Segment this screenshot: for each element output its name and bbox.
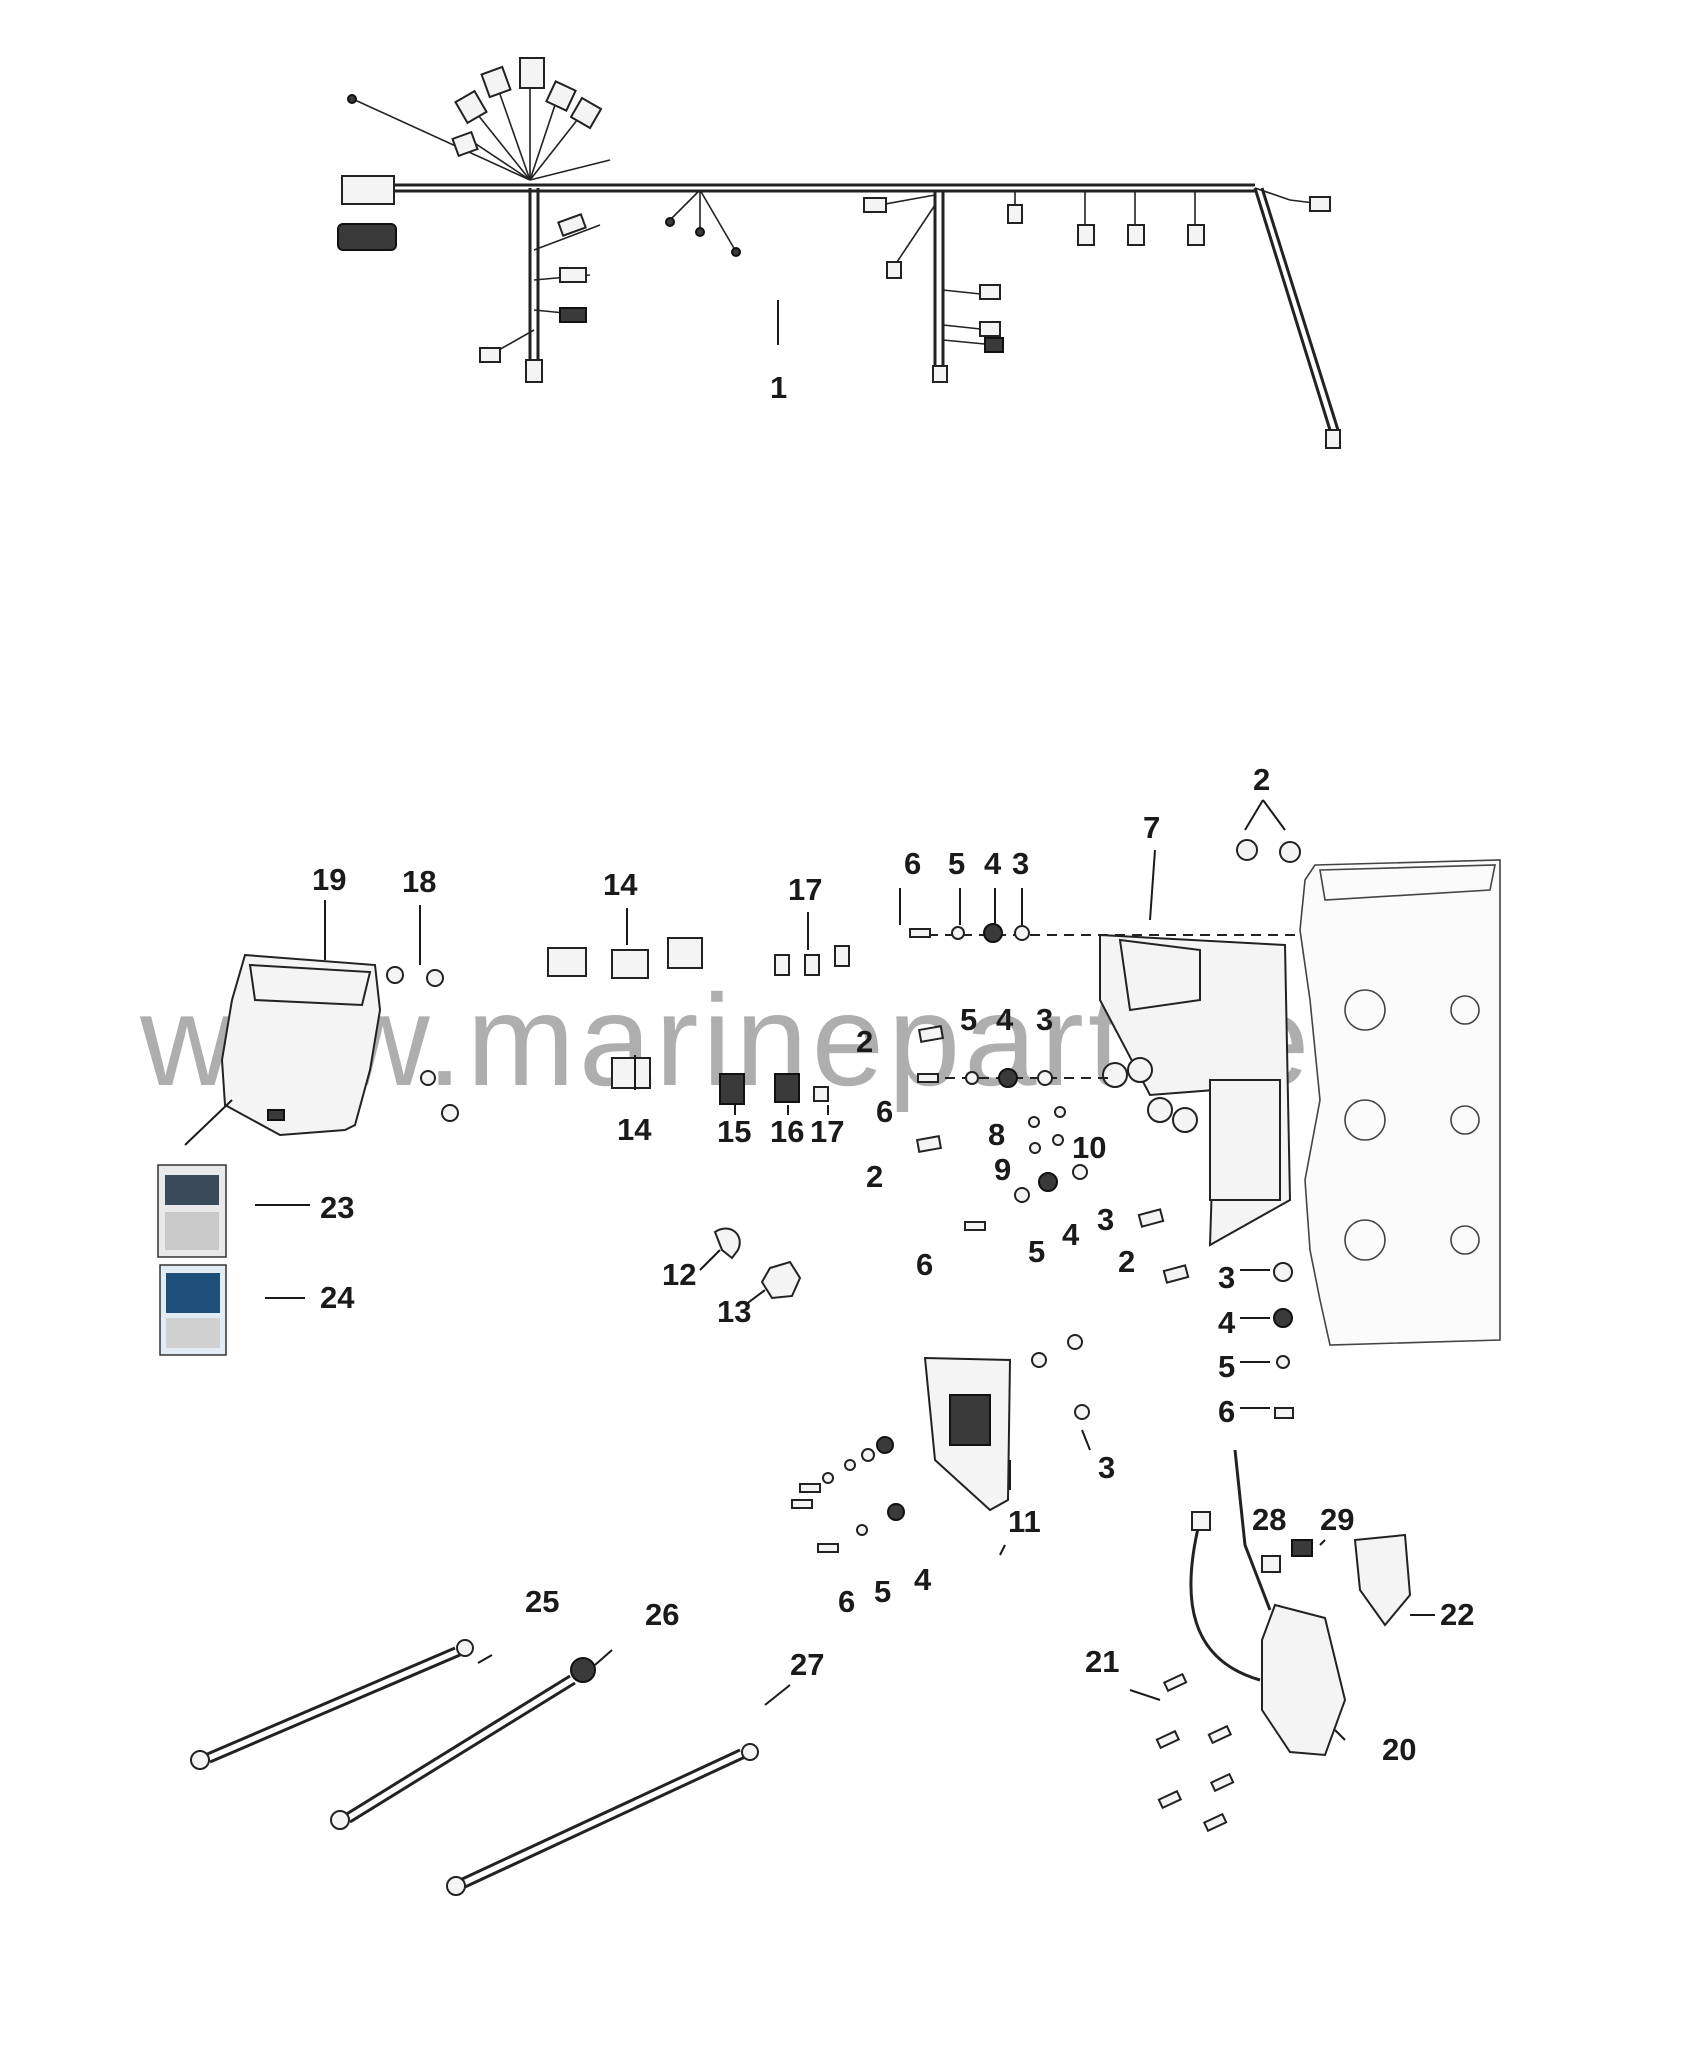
callout-3: 3 bbox=[1036, 1002, 1053, 1037]
callout-2: 2 bbox=[1253, 762, 1270, 797]
callout-15: 15 bbox=[717, 1114, 751, 1149]
callout-22: 22 bbox=[1440, 1597, 1474, 1632]
callout-2: 2 bbox=[856, 1024, 873, 1059]
callout-2: 2 bbox=[1118, 1244, 1135, 1279]
callout-17: 17 bbox=[788, 872, 822, 907]
callout-7: 7 bbox=[1143, 810, 1160, 845]
callout-11: 11 bbox=[1008, 1504, 1041, 1539]
cowl-cover bbox=[220, 953, 459, 1137]
callout-1: 1 bbox=[770, 370, 787, 405]
callout-6: 6 bbox=[1218, 1394, 1235, 1429]
callout-21: 21 bbox=[1085, 1644, 1119, 1679]
callout-23: 23 bbox=[320, 1190, 354, 1225]
callout-6: 6 bbox=[916, 1247, 933, 1282]
callout-14: 14 bbox=[617, 1112, 652, 1147]
callout-20: 20 bbox=[1382, 1732, 1416, 1767]
callout-28: 28 bbox=[1252, 1502, 1286, 1537]
callout-4: 4 bbox=[996, 1002, 1014, 1037]
callout-6: 6 bbox=[876, 1094, 893, 1129]
callout-13: 13 bbox=[717, 1294, 751, 1329]
callout-8: 8 bbox=[988, 1117, 1005, 1152]
callout-labels: 1 2 2 2 2 3 3 3 3 3 4 4 4 4 4 5 5 5 5 5 … bbox=[312, 370, 1474, 1767]
callout-27: 27 bbox=[790, 1647, 824, 1682]
control-module-plate bbox=[791, 1334, 1090, 1553]
callout-4: 4 bbox=[914, 1562, 932, 1597]
callout-24: 24 bbox=[320, 1280, 355, 1315]
callout-29: 29 bbox=[1320, 1502, 1354, 1537]
decals bbox=[157, 1164, 227, 1356]
callout-4: 4 bbox=[1062, 1217, 1080, 1252]
callout-4: 4 bbox=[1218, 1305, 1236, 1340]
callout-14: 14 bbox=[603, 867, 638, 902]
callout-5: 5 bbox=[1028, 1234, 1045, 1269]
module-assembly bbox=[1155, 1449, 1412, 1833]
clamp-and-nut bbox=[713, 1227, 802, 1300]
callout-4: 4 bbox=[984, 846, 1002, 881]
callout-6: 6 bbox=[838, 1584, 855, 1619]
callout-10: 10 bbox=[1072, 1130, 1106, 1165]
callout-2: 2 bbox=[866, 1159, 883, 1194]
callout-9: 9 bbox=[994, 1152, 1011, 1187]
engine-block bbox=[1299, 859, 1501, 1346]
callout-3: 3 bbox=[1097, 1202, 1114, 1237]
callout-3: 3 bbox=[1012, 846, 1029, 881]
callout-6: 6 bbox=[904, 846, 921, 881]
ignition-bracket bbox=[928, 933, 1300, 1247]
battery-cables bbox=[190, 1639, 759, 1896]
callout-3: 3 bbox=[1098, 1450, 1115, 1485]
leader-lines bbox=[184, 799, 1435, 1741]
callout-17: 17 bbox=[810, 1114, 844, 1149]
callout-16: 16 bbox=[770, 1114, 804, 1149]
callout-12: 12 bbox=[662, 1257, 696, 1292]
callout-5: 5 bbox=[874, 1574, 891, 1609]
fasteners-top bbox=[909, 923, 1294, 1419]
callout-5: 5 bbox=[948, 846, 965, 881]
wiring-harness bbox=[337, 57, 1341, 449]
callout-18: 18 bbox=[402, 864, 436, 899]
callout-3: 3 bbox=[1218, 1260, 1235, 1295]
connectors bbox=[547, 937, 850, 1105]
callout-25: 25 bbox=[525, 1584, 559, 1619]
callout-5: 5 bbox=[1218, 1349, 1235, 1384]
callout-5: 5 bbox=[960, 1002, 977, 1037]
sensors bbox=[915, 839, 1301, 1284]
callout-19: 19 bbox=[312, 862, 346, 897]
callout-26: 26 bbox=[645, 1597, 679, 1632]
